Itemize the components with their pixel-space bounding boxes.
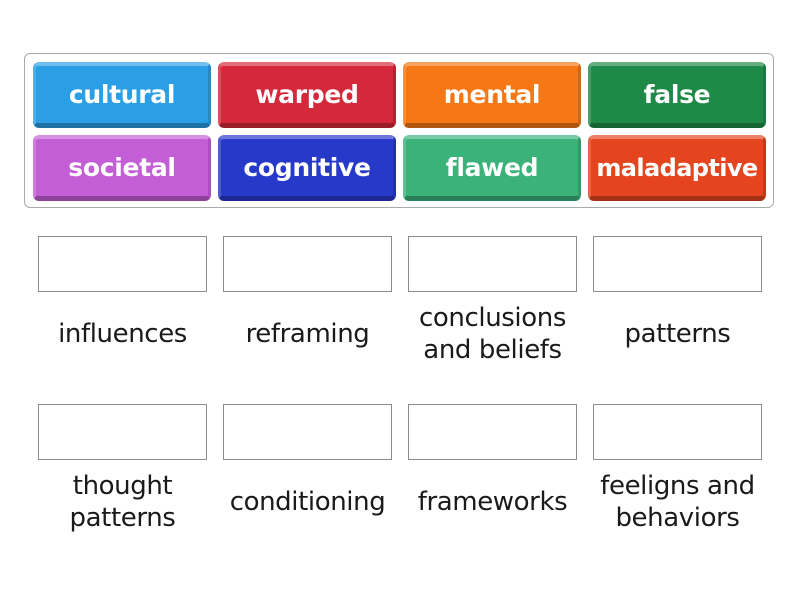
target-label-line: behaviors	[615, 503, 740, 533]
target-label-conditioning: conditioning	[215, 470, 400, 534]
drop-slot-conclusions-and-beliefs[interactable]	[408, 236, 577, 292]
target-label-thought-patterns: thought patterns	[30, 470, 215, 534]
drop-slot-influences[interactable]	[38, 236, 207, 292]
target-label-reframing: reframing	[215, 302, 400, 366]
target-label-conclusions-and-beliefs: conclusions and beliefs	[400, 302, 585, 366]
target-label-frameworks: frameworks	[400, 470, 585, 534]
drop-slot-frameworks[interactable]	[408, 404, 577, 460]
word-tile-flawed[interactable]: flawed	[403, 135, 581, 201]
target-label-patterns: patterns	[585, 302, 770, 366]
word-tile-cognitive[interactable]: cognitive	[218, 135, 396, 201]
target-label-influences: influences	[30, 302, 215, 366]
target-label-line: thought	[72, 471, 173, 501]
word-tile-warped[interactable]: warped	[218, 62, 396, 128]
word-tile-societal[interactable]: societal	[33, 135, 211, 201]
target-label-line: patterns	[69, 503, 176, 533]
target-label-line: influences	[58, 319, 187, 349]
word-tile-cultural[interactable]: cultural	[33, 62, 211, 128]
target-label-line: frameworks	[417, 487, 568, 517]
target-label-line: feeligns and	[600, 471, 755, 501]
word-tile-false[interactable]: false	[588, 62, 766, 128]
word-tile-maladaptive[interactable]: maladaptive	[588, 135, 766, 201]
target-label-line: conclusions	[419, 303, 566, 333]
target-label-line: conditioning	[229, 487, 386, 517]
drop-slot-thought-patterns[interactable]	[38, 404, 207, 460]
target-label-feeligns-and-behaviors: feeligns and behaviors	[585, 470, 770, 534]
target-label-line: and beliefs	[423, 335, 562, 365]
target-label-line: reframing	[245, 319, 370, 349]
drop-slot-patterns[interactable]	[593, 236, 762, 292]
drop-slot-reframing[interactable]	[223, 236, 392, 292]
drop-slot-feeligns-and-behaviors[interactable]	[593, 404, 762, 460]
target-label-line: patterns	[624, 319, 731, 349]
word-tile-mental[interactable]: mental	[403, 62, 581, 128]
drop-slot-conditioning[interactable]	[223, 404, 392, 460]
